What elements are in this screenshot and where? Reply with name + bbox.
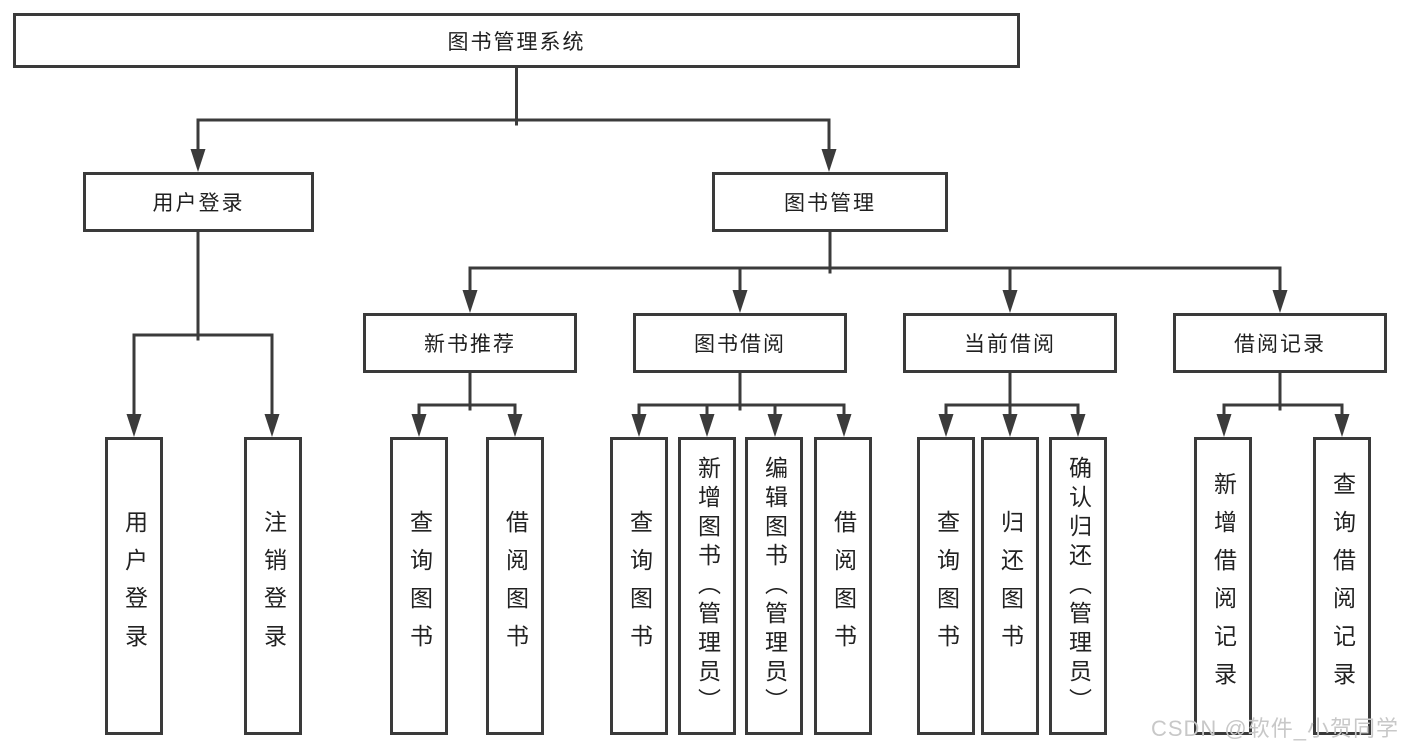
node-borrow-records: 借阅记录 — [1173, 313, 1387, 373]
leaf-label: 新增图书（管理员） — [694, 455, 721, 717]
leaf-label: 编辑图书（管理员） — [761, 455, 788, 717]
node-label: 用户登录 — [152, 192, 245, 215]
node-label: 借阅记录 — [1234, 333, 1326, 356]
leaf-borrow-book: 借阅图书 — [814, 437, 872, 735]
node-current-borrow: 当前借阅 — [903, 313, 1117, 373]
leaf-confirm-return-admin: 确认归还（管理员） — [1049, 437, 1107, 735]
csdn-watermark: CSDN @软件_小贺同学 — [1150, 716, 1399, 741]
leaf-query-books-current: 查询图书 — [917, 437, 975, 735]
leaf-return-book: 归还图书 — [981, 437, 1039, 735]
node-book-borrow: 图书借阅 — [633, 313, 847, 373]
leaf-borrow-books-recommend: 借阅图书 — [486, 437, 544, 735]
leaf-label: 归还图书 — [997, 510, 1024, 662]
node-label: 新书推荐 — [424, 333, 516, 356]
leaf-query-books-recommend: 查询图书 — [390, 437, 448, 735]
node-new-book-recommend: 新书推荐 — [363, 313, 577, 373]
node-root-library-system: 图书管理系统 — [13, 13, 1020, 68]
leaf-label: 借阅图书 — [830, 510, 857, 662]
leaf-add-borrow-record: 新增借阅记录 — [1194, 437, 1252, 735]
leaf-label: 注销登录 — [260, 510, 287, 662]
node-user-login-branch: 用户登录 — [83, 172, 314, 232]
leaf-logout: 注销登录 — [244, 437, 302, 735]
leaf-label: 查询借阅记录 — [1329, 472, 1356, 700]
leaf-label: 用户登录 — [121, 510, 148, 662]
leaf-label: 查询图书 — [406, 510, 433, 662]
leaf-add-book-admin: 新增图书（管理员） — [678, 437, 736, 735]
leaf-user-login: 用户登录 — [105, 437, 163, 735]
leaf-label: 借阅图书 — [502, 510, 529, 662]
leaf-label: 查询图书 — [626, 510, 653, 662]
leaf-label: 确认归还（管理员） — [1065, 455, 1092, 717]
leaf-query-books-borrow: 查询图书 — [610, 437, 668, 735]
node-label: 图书管理 — [784, 192, 876, 215]
node-label: 当前借阅 — [964, 333, 1056, 356]
node-label: 图书管理系统 — [447, 30, 586, 54]
leaf-edit-book-admin: 编辑图书（管理员） — [745, 437, 803, 735]
leaf-query-borrow-record: 查询借阅记录 — [1313, 437, 1371, 735]
node-label: 图书借阅 — [694, 333, 786, 356]
arrowheads — [126, 149, 1350, 437]
leaf-label: 新增借阅记录 — [1210, 472, 1237, 700]
leaf-label: 查询图书 — [933, 510, 960, 662]
node-book-management-branch: 图书管理 — [712, 172, 948, 232]
